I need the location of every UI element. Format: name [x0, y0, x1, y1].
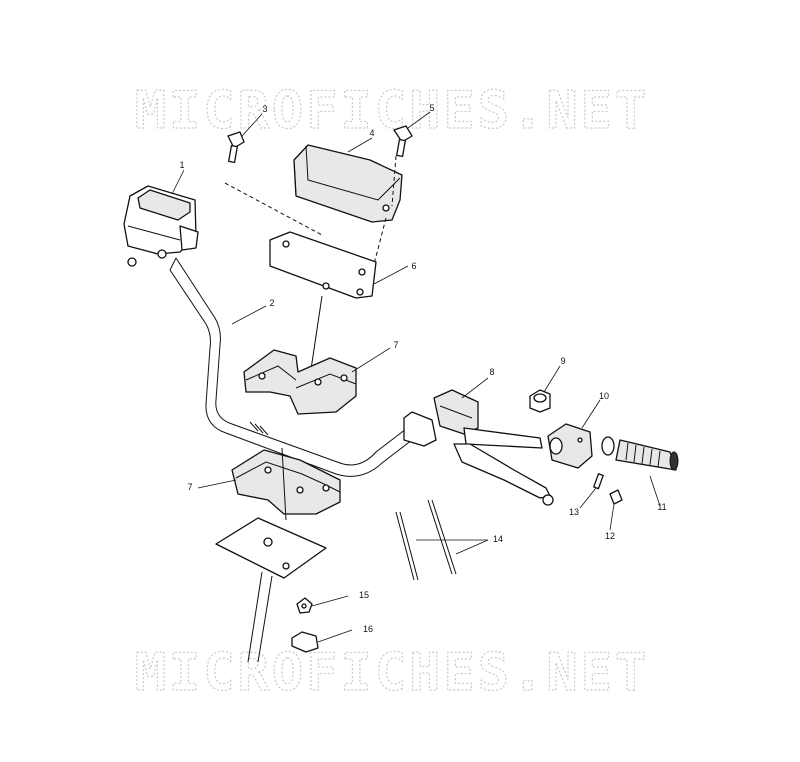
bolt-3 — [227, 131, 245, 164]
cable-ties — [395, 499, 457, 581]
callout-14: 14 — [493, 534, 503, 544]
watermark-bottom: MICROFICHES.NET — [0, 640, 800, 710]
cable-clip — [291, 631, 319, 653]
bushing — [529, 389, 551, 413]
callout-16: 16 — [363, 624, 373, 634]
callout-8: 8 — [489, 367, 494, 377]
throttle-housing — [547, 423, 593, 469]
watermark-bottom-text: MICROFICHES.NET — [135, 643, 650, 703]
screw-12 — [609, 489, 623, 505]
callout-2: 2 — [269, 298, 274, 308]
callout-1: 1 — [179, 160, 184, 170]
nut — [296, 597, 313, 614]
callout-13: 13 — [569, 507, 579, 517]
brake-master-cylinder — [403, 389, 554, 506]
callout-15: 15 — [359, 590, 369, 600]
hand-grip — [601, 436, 679, 471]
callout-7-lower: 7 — [187, 482, 192, 492]
callout-5: 5 — [429, 103, 434, 113]
handlebar — [169, 257, 413, 477]
watermark-top: MICROFICHES.NET — [0, 78, 800, 148]
callout-9: 9 — [560, 356, 565, 366]
callout-7-upper: 7 — [393, 340, 398, 350]
mounting-plate — [269, 231, 377, 299]
bolt-5 — [393, 125, 413, 158]
callout-12: 12 — [605, 531, 615, 541]
callout-6: 6 — [411, 261, 416, 271]
steering-post-plate — [215, 517, 327, 663]
switch-housing — [123, 185, 199, 267]
callout-4: 4 — [369, 128, 374, 138]
lower-clamp — [231, 449, 341, 515]
callout-10: 10 — [599, 391, 609, 401]
handlebar-pad — [293, 144, 403, 223]
watermark-top-text: MICROFICHES.NET — [135, 81, 650, 141]
upper-clamp — [243, 349, 357, 415]
screw-13 — [593, 473, 604, 490]
callout-11: 11 — [657, 502, 666, 512]
callout-3: 3 — [262, 104, 267, 114]
